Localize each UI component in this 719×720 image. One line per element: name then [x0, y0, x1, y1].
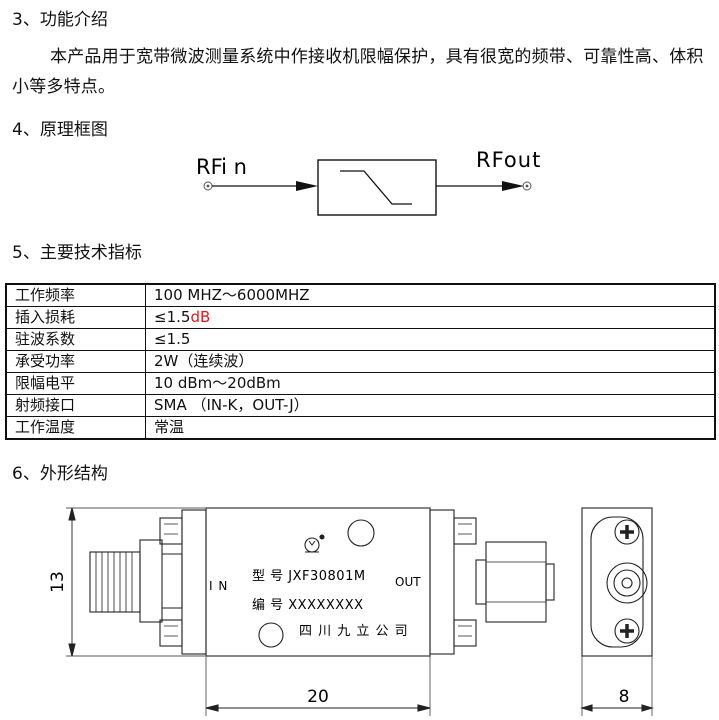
spec-value-number: ≤1.5 [154, 308, 191, 326]
table-row: 工作温度常温 [5, 416, 716, 440]
width-value: 8 [619, 687, 630, 707]
table-row: 插入损耗≤1.5dB [5, 306, 716, 329]
output-connector [475, 541, 555, 623]
spec-value: 常温 [145, 416, 716, 440]
section-heading-outline: 6、外形结构 [12, 464, 108, 484]
spec-value-unit: dB [190, 308, 211, 326]
input-connector [89, 539, 183, 623]
rf-out-label: RFout [476, 148, 541, 172]
model-label: 型 号 JXF30801M [252, 569, 366, 584]
section-heading-principle: 4、原理框图 [12, 120, 108, 140]
spec-name: 工作频率 [5, 283, 146, 307]
function-description: 本产品用于宽带微波测量系统中作接收机限幅保护，具有很宽的频带、可靠性高、体积小等… [12, 47, 704, 97]
length-dimension [205, 656, 431, 716]
height-value: 13 [48, 571, 68, 593]
spec-name: 限幅电平 [5, 372, 146, 395]
body-hole-icon [347, 519, 375, 547]
input-arrow-icon [296, 181, 318, 191]
output-arrow-icon [502, 181, 524, 191]
spec-value: 2W（连续波） [145, 350, 716, 373]
spec-value: 10 dBm～20dBm [145, 372, 716, 395]
block-diagram: RFi n RFout [196, 148, 541, 216]
body-hole-icon [258, 622, 284, 648]
output-port-icon [522, 181, 532, 191]
screw-icon [614, 618, 640, 644]
limiter-curve [340, 170, 412, 205]
logo-icon [304, 534, 325, 553]
spec-name: 承受功率 [5, 350, 146, 373]
right-flange [429, 509, 477, 655]
limiter-block [317, 159, 437, 216]
spec-value: SMA （IN-K，OUT-J） [145, 394, 716, 417]
section-heading-spec: 5、主要技术指标 [12, 243, 142, 263]
out-label: OUT [395, 575, 421, 589]
screw-icon [614, 519, 640, 545]
spec-value: 100 MHZ～6000MHZ [145, 283, 716, 307]
outline-drawing: 13 20 8 I N OUT 型 号 JXF30801M 编 号 XXXXXX… [48, 507, 654, 716]
spec-name: 驻波系数 [5, 328, 146, 351]
serial-label: 编 号 XXXXXXXX [252, 598, 364, 613]
height-dimension [66, 507, 205, 657]
spec-name: 工作温度 [5, 416, 146, 440]
spec-value: ≤1.5 [145, 328, 716, 351]
spec-name: 插入损耗 [5, 306, 146, 329]
maker-label: 四 川 九 立 公 司 [299, 624, 409, 639]
spec-value: ≤1.5dB [145, 306, 716, 329]
spec-name: 射频接口 [5, 394, 146, 417]
rf-in-label: RFi n [196, 155, 247, 179]
in-label: I N [209, 579, 228, 593]
left-flange [159, 509, 207, 655]
section-heading-function: 3、功能介绍 [12, 10, 108, 30]
length-value: 20 [307, 687, 329, 707]
end-view [580, 507, 654, 716]
table-row: 驻波系数≤1.5 [5, 328, 716, 351]
